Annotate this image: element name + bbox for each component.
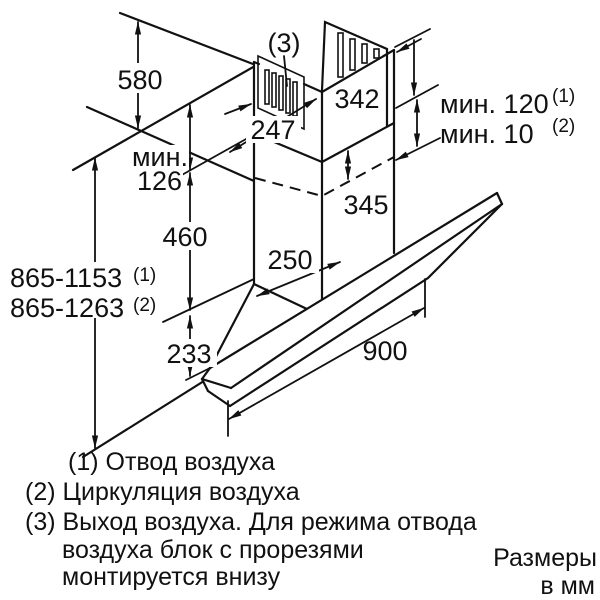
legend-item-3-line1: (3) Выход воздуха. Для режима отвода [25,508,477,536]
dim-range2-sup: (2) [133,295,156,316]
dim-342-arrow-right [396,38,422,53]
dim-345-label: 345 [343,190,388,220]
dim-range2-label: 865-1263 [10,293,124,323]
section-joint-right [320,121,396,164]
dim-900-label: 900 [362,336,407,366]
wall-lines [71,11,257,459]
dim-min10-label: мин. 10 [440,119,534,149]
units-note-line2: в мм [540,572,595,600]
dim-126-label: 126 [137,166,182,196]
dim-900-arrow [228,307,425,420]
dim-min120-label: мин. 120 [440,89,549,119]
dim-range1-label: 865-1153 [10,263,122,293]
dim-460-label: 460 [162,222,207,252]
legend: (1) Отвод воздуха (2) Циркуляция воздуха… [25,448,597,600]
vent-slits-right [337,32,380,78]
dim-min120-sup: (1) [552,86,575,107]
legend-item-2: (2) Циркуляция воздуха [25,478,300,506]
hidden-edge-dashed [254,156,395,198]
dim-247-label: 247 [250,115,295,145]
dim-342-arrow-left [224,103,252,115]
legend-item-3-line3: монтируется внизу [62,563,281,591]
legend-item-1: (1) Отвод воздуха [68,448,275,476]
dim-342-label: 342 [334,84,379,114]
legend-item-3-line2: воздуха блок с прорезями [62,536,364,564]
dim-580-label: 580 [117,65,162,95]
min10-leader [395,137,441,161]
vent-leader-line [283,55,288,87]
units-note-line1: Размеры [493,544,597,572]
panel-tip [495,191,504,206]
labels: 580 мин. 126 460 233 865-1153 (1) 865-12… [8,28,575,369]
dim-233-label: 233 [166,339,211,369]
dim-min10-sup: (2) [552,116,575,137]
dim-250-arrow [256,261,341,297]
hob-line [81,379,206,459]
dim-range1-sup: (1) [133,265,156,286]
dim-250-label: 250 [267,245,312,275]
vent-ref-label: (3) [268,28,301,58]
dim-min126-word: мин. [132,142,188,172]
